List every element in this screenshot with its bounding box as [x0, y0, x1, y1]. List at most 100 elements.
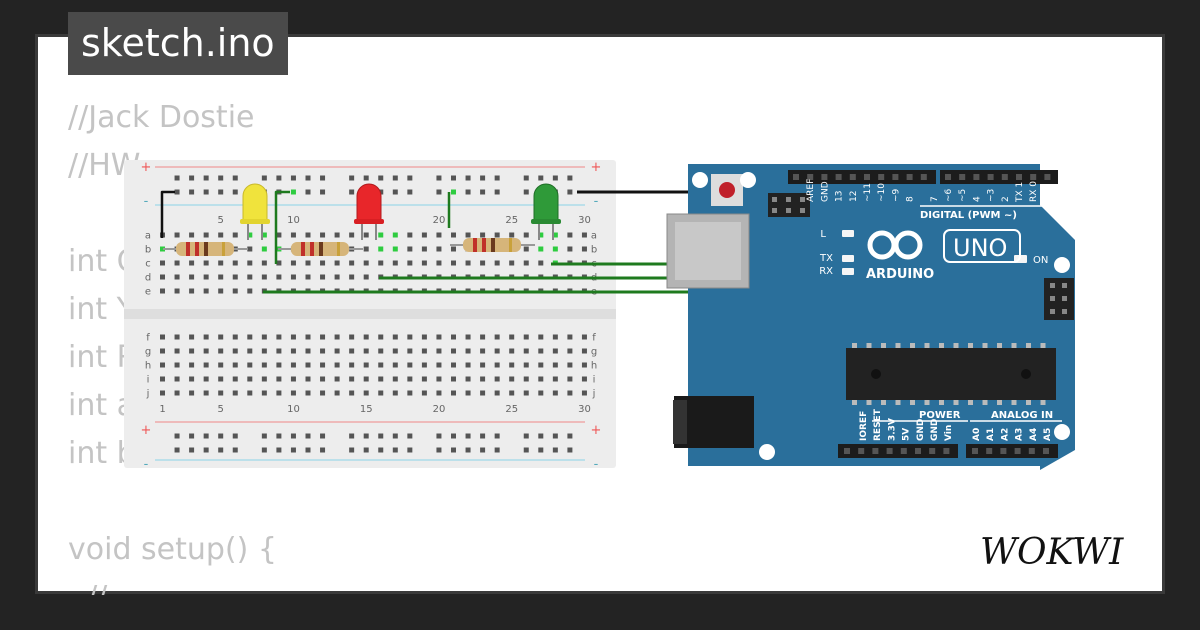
svg-text:~3: ~3 [987, 189, 997, 202]
svg-text:GND: GND [820, 181, 830, 202]
indicator-leds: L TX RX ON [819, 229, 1048, 277]
svg-text:h: h [591, 361, 597, 372]
svg-text:a: a [591, 231, 597, 242]
svg-text:3.3V: 3.3V [887, 418, 897, 441]
svg-text:15: 15 [360, 404, 373, 415]
svg-text:h: h [145, 361, 151, 372]
svg-text:20: 20 [433, 215, 446, 226]
green-led [531, 183, 561, 240]
svg-text:25: 25 [505, 215, 518, 226]
svg-text:2: 2 [1001, 196, 1011, 202]
svg-text:b: b [145, 245, 151, 256]
mount-hole [740, 172, 756, 188]
svg-text:10: 10 [287, 215, 300, 226]
power-jack [674, 396, 754, 448]
svg-text:+: + [591, 423, 602, 438]
mount-hole [759, 444, 775, 460]
svg-text:j: j [146, 389, 150, 400]
resistor-1 [163, 242, 248, 256]
svg-text:ARDUINO: ARDUINO [866, 267, 934, 282]
svg-text:GND: GND [930, 419, 940, 441]
svg-text:L: L [820, 229, 826, 240]
svg-text:TX: TX [819, 253, 833, 264]
svg-text:30: 30 [578, 404, 591, 415]
svg-text:f: f [146, 333, 150, 344]
svg-text:25: 25 [505, 404, 518, 415]
svg-text:5: 5 [218, 215, 224, 226]
svg-text:-: - [594, 457, 599, 472]
jumper-1 [274, 190, 290, 264]
ground-jumper [160, 190, 175, 238]
svg-text:7: 7 [930, 196, 940, 202]
leds [240, 183, 561, 240]
breadboard-labels: aabbccddeeffgghhiijj15510101515202025253… [141, 160, 602, 472]
analog-header [966, 444, 1058, 458]
svg-text:-: - [144, 457, 149, 472]
svg-text:5: 5 [218, 404, 224, 415]
code-line: //Jack Dostie [68, 100, 255, 135]
svg-text:c: c [145, 259, 151, 270]
svg-text:a: a [145, 231, 151, 242]
breadboard-center-channel [124, 309, 616, 319]
svg-text:~6: ~6 [944, 188, 954, 202]
resistors [163, 238, 535, 256]
svg-text:RX: RX [819, 266, 833, 277]
digital-header-right [940, 170, 1058, 184]
icsp-header-top [768, 193, 810, 217]
svg-text:~11: ~11 [863, 183, 873, 202]
icsp-header-right [1044, 278, 1074, 320]
uno-badge [943, 229, 1021, 263]
svg-text:WOKWI: WOKWI [980, 532, 1124, 573]
svg-text:+: + [591, 160, 602, 175]
svg-text:10: 10 [287, 404, 300, 415]
svg-text:12: 12 [849, 191, 859, 202]
svg-text:e: e [145, 287, 151, 298]
svg-text:g: g [145, 347, 151, 358]
svg-text:d: d [145, 273, 151, 284]
svg-text:A3: A3 [1015, 428, 1025, 441]
svg-text:A1: A1 [986, 428, 996, 441]
digital-header-left [788, 170, 936, 184]
wokwi-logo[interactable]: WOKWI [978, 524, 1148, 574]
svg-text:~9: ~9 [891, 188, 901, 202]
sketch-tab[interactable]: sketch.ino [68, 12, 288, 75]
svg-text:-: - [594, 194, 599, 209]
svg-text:+: + [141, 160, 152, 175]
mount-hole [692, 172, 708, 188]
svg-text:RESET: RESET [873, 408, 883, 441]
mount-hole [1054, 257, 1070, 273]
code-line: void setup() { [68, 532, 277, 567]
power-header [838, 444, 958, 458]
yellow-led [240, 183, 270, 240]
svg-text:A2: A2 [1000, 428, 1010, 441]
svg-text:A0: A0 [972, 428, 982, 441]
digital-header-label: DIGITAL (PWM ~) [920, 210, 1017, 221]
svg-text:GND: GND [916, 419, 926, 441]
svg-text:1: 1 [159, 404, 165, 415]
svg-text:ON: ON [1033, 255, 1048, 266]
red-led [354, 183, 384, 240]
code-line: // [68, 580, 107, 595]
svg-text:-: - [144, 194, 149, 209]
svg-text:A4: A4 [1029, 428, 1039, 441]
svg-text:IOREF: IOREF [859, 411, 869, 441]
mount-hole [1054, 424, 1070, 440]
svg-text:RX 0: RX 0 [1029, 181, 1039, 202]
arduino-logo: ARDUINO [866, 230, 934, 282]
power-header-label: POWER [919, 410, 961, 421]
svg-text:5V: 5V [902, 428, 912, 441]
svg-text:Vin: Vin [944, 425, 954, 441]
svg-text:4: 4 [972, 196, 982, 202]
resistor-2 [278, 242, 363, 256]
svg-text:30: 30 [578, 215, 591, 226]
uno-label: UNO [953, 234, 1007, 262]
svg-text:~10: ~10 [877, 183, 887, 202]
svg-text:f: f [592, 333, 596, 344]
svg-text:13: 13 [835, 191, 845, 202]
svg-text:j: j [592, 389, 596, 400]
svg-text:i: i [147, 375, 150, 386]
